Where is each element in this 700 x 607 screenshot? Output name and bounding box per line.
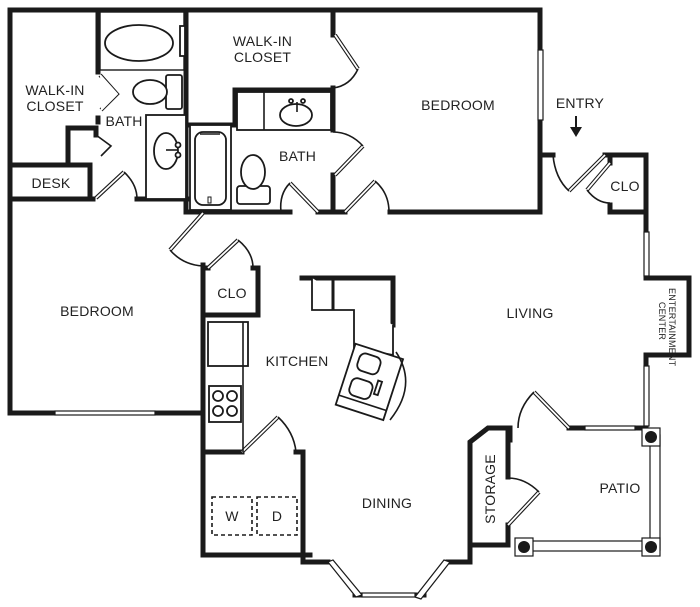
dryer-label: D	[271, 508, 283, 524]
bath-1-label: BATH	[105, 113, 143, 129]
walk-in-closet-2-label: WALK-IN CLOSET	[225, 33, 300, 65]
clo-hall-label: CLO	[217, 285, 247, 301]
label-line: WALK-IN	[25, 82, 85, 98]
washer-label: W	[225, 508, 239, 524]
living-label: LIVING	[506, 305, 554, 321]
bath-2-label: BATH	[278, 148, 317, 164]
patio-label: PATIO	[599, 480, 641, 496]
entry-label: ENTRY	[555, 95, 605, 111]
walk-in-closet-1-label: WALK-IN CLOSET	[20, 82, 90, 114]
label-line: CENTER	[657, 301, 667, 341]
doors	[94, 33, 612, 527]
storage-label: STORAGE	[482, 454, 498, 524]
label-line: ENTERTAINMENT	[667, 288, 677, 367]
desk-label: DESK	[31, 175, 71, 191]
clo-entry-label: CLO	[610, 178, 640, 194]
label-line: CLOSET	[26, 98, 84, 114]
bedroom-master-label: BEDROOM	[421, 97, 495, 113]
windows	[54, 49, 650, 600]
bedroom-2-label: BEDROOM	[60, 303, 134, 319]
entertainment-center-label: ENTERTAINMENT CENTER	[657, 288, 677, 367]
label-line: WALK-IN	[232, 33, 293, 49]
fixtures	[99, 11, 661, 557]
arrow-down-icon	[570, 116, 582, 137]
kitchen-label: KITCHEN	[265, 353, 329, 369]
dining-label: DINING	[361, 495, 413, 511]
walls	[7, 7, 692, 598]
label-line: CLOSET	[233, 49, 292, 65]
